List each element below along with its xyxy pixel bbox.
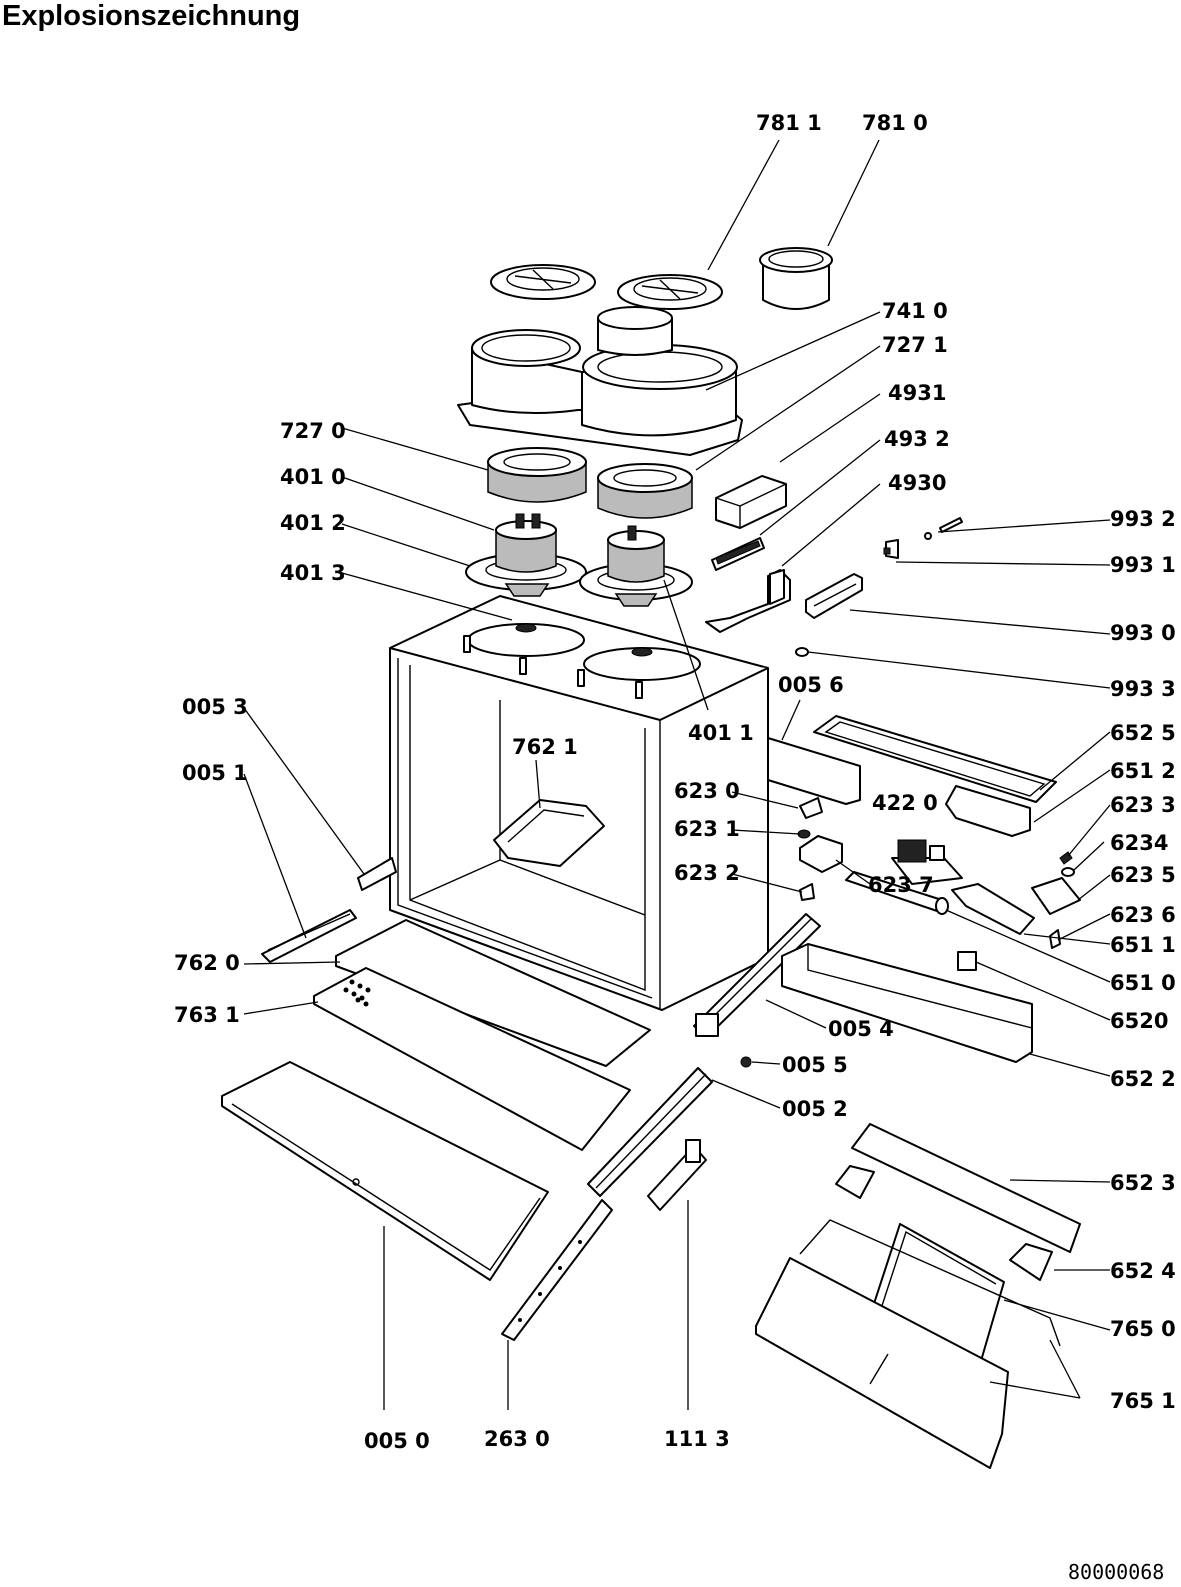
page-title: Explosionszeichnung bbox=[2, 0, 301, 32]
inner-tray bbox=[493, 799, 605, 867]
part-label-9930: 993 0 bbox=[1110, 621, 1176, 645]
part-label-6237: 623 7 bbox=[868, 873, 934, 897]
rail-0054 bbox=[693, 913, 821, 1037]
slide-2630 bbox=[501, 1199, 613, 1341]
part-label-4012: 401 2 bbox=[280, 511, 346, 535]
cover-7651 bbox=[755, 1219, 1061, 1469]
front-panel-0050 bbox=[221, 1061, 549, 1281]
part-label-7271: 727 1 bbox=[882, 333, 948, 357]
part-label-7810: 781 0 bbox=[862, 111, 928, 135]
part-label-6232: 623 2 bbox=[674, 861, 740, 885]
part-label-4010: 401 0 bbox=[280, 465, 346, 489]
motor-right bbox=[579, 525, 693, 607]
part-label-7621: 762 1 bbox=[512, 735, 578, 759]
part-label-0055: 005 5 bbox=[782, 1053, 848, 1077]
part-label-6236: 623 6 bbox=[1110, 903, 1176, 927]
tube-6511 bbox=[845, 871, 949, 915]
part-label-0056: 005 6 bbox=[778, 673, 844, 697]
part-label-9931: 993 1 bbox=[1110, 553, 1176, 577]
part-label-6235: 623 5 bbox=[1110, 863, 1176, 887]
rail-9930 bbox=[805, 573, 863, 619]
motor-left bbox=[465, 513, 587, 597]
tray-6510 bbox=[951, 883, 1035, 935]
part-label-6233: 623 3 bbox=[1110, 793, 1176, 817]
part-label-1113: 111 3 bbox=[664, 1427, 730, 1451]
clip-9931 bbox=[883, 539, 899, 559]
side-rail-0051 bbox=[261, 909, 357, 963]
mounting-bracket bbox=[705, 569, 791, 633]
part-label-4931: 4931 bbox=[888, 381, 946, 405]
part-label-0053: 005 3 bbox=[182, 695, 248, 719]
leader-lines bbox=[243, 139, 1111, 1410]
part-label-6523: 652 3 bbox=[1110, 1171, 1176, 1195]
part-label-6512: 651 2 bbox=[1110, 759, 1176, 783]
bracket-6237 bbox=[799, 835, 843, 873]
nut-9933 bbox=[795, 647, 809, 657]
fan-cover-cup bbox=[759, 247, 833, 310]
part-label-6231: 623 1 bbox=[674, 817, 740, 841]
bar-6525 bbox=[813, 715, 1057, 803]
cover-6235 bbox=[1031, 877, 1081, 915]
cabinet-housing bbox=[389, 595, 769, 1011]
filter-left bbox=[487, 447, 587, 503]
part-label-4013: 401 3 bbox=[280, 561, 346, 585]
panel-7620 bbox=[335, 919, 651, 1067]
pin-6236 bbox=[1049, 929, 1061, 949]
part-label-4011: 401 1 bbox=[688, 721, 754, 745]
part-label-0051: 005 1 bbox=[182, 761, 248, 785]
part-label-7631: 763 1 bbox=[174, 1003, 240, 1027]
part-label-6234: 6234 bbox=[1110, 831, 1168, 855]
clip-6234 bbox=[1061, 867, 1075, 877]
bar-6522 bbox=[781, 943, 1033, 1063]
knob-6520 bbox=[957, 951, 977, 971]
part-label-7620: 762 0 bbox=[174, 951, 240, 975]
part-label-6511: 651 1 bbox=[1110, 933, 1176, 957]
part-label-4932: 493 2 bbox=[884, 427, 950, 451]
nut-0055 bbox=[740, 1056, 752, 1068]
part-label-7650: 765 0 bbox=[1110, 1317, 1176, 1341]
part-label-7410: 741 0 bbox=[882, 299, 948, 323]
fan-cover-right bbox=[617, 274, 723, 310]
housing-top bbox=[457, 306, 743, 456]
part-label-4930: 4930 bbox=[888, 471, 946, 495]
module-4220 bbox=[891, 839, 963, 885]
part-label-7811: 781 1 bbox=[756, 111, 822, 135]
pin-6232 bbox=[799, 883, 815, 901]
clamp-1113 bbox=[647, 1139, 707, 1211]
pin-9932 bbox=[924, 517, 963, 540]
part-label-6525: 652 5 bbox=[1110, 721, 1176, 745]
part-label-4220: 422 0 bbox=[872, 791, 938, 815]
part-labels: 781 1 781 0 741 0 727 1 4931 727 0 493 2 401 0 4… bbox=[174, 111, 1176, 1453]
part-label-0054: 005 4 bbox=[828, 1017, 894, 1041]
glass-6523 bbox=[851, 1123, 1081, 1253]
filter-right bbox=[597, 463, 693, 519]
plate-left-6524 bbox=[835, 1165, 875, 1199]
part-label-0050: 005 0 bbox=[364, 1429, 430, 1453]
part-label-6520: 6520 bbox=[1110, 1009, 1168, 1033]
part-label-7270: 727 0 bbox=[280, 419, 346, 443]
part-label-2630: 263 0 bbox=[484, 1427, 550, 1451]
fitting-6230 bbox=[799, 797, 823, 819]
side-rail-0053 bbox=[357, 857, 397, 891]
document-number: 80000068 bbox=[1068, 1560, 1165, 1584]
plate-6524 bbox=[1009, 1243, 1053, 1281]
control-box bbox=[715, 475, 787, 529]
rail-0052 bbox=[587, 1067, 713, 1197]
part-label-6524: 652 4 bbox=[1110, 1259, 1176, 1283]
handle-6512 bbox=[945, 785, 1031, 837]
part-label-6230: 623 0 bbox=[674, 779, 740, 803]
fan-cover-left bbox=[490, 264, 596, 300]
connector-strip bbox=[711, 537, 765, 571]
plate-0056 bbox=[767, 737, 861, 805]
part-label-9932: 993 2 bbox=[1110, 507, 1176, 531]
part-label-0052: 005 2 bbox=[782, 1097, 848, 1121]
part-label-9933: 993 3 bbox=[1110, 677, 1176, 701]
part-label-6510: 651 0 bbox=[1110, 971, 1176, 995]
part-label-6522: 652 2 bbox=[1110, 1067, 1176, 1091]
part-label-7651: 765 1 bbox=[1110, 1389, 1176, 1413]
